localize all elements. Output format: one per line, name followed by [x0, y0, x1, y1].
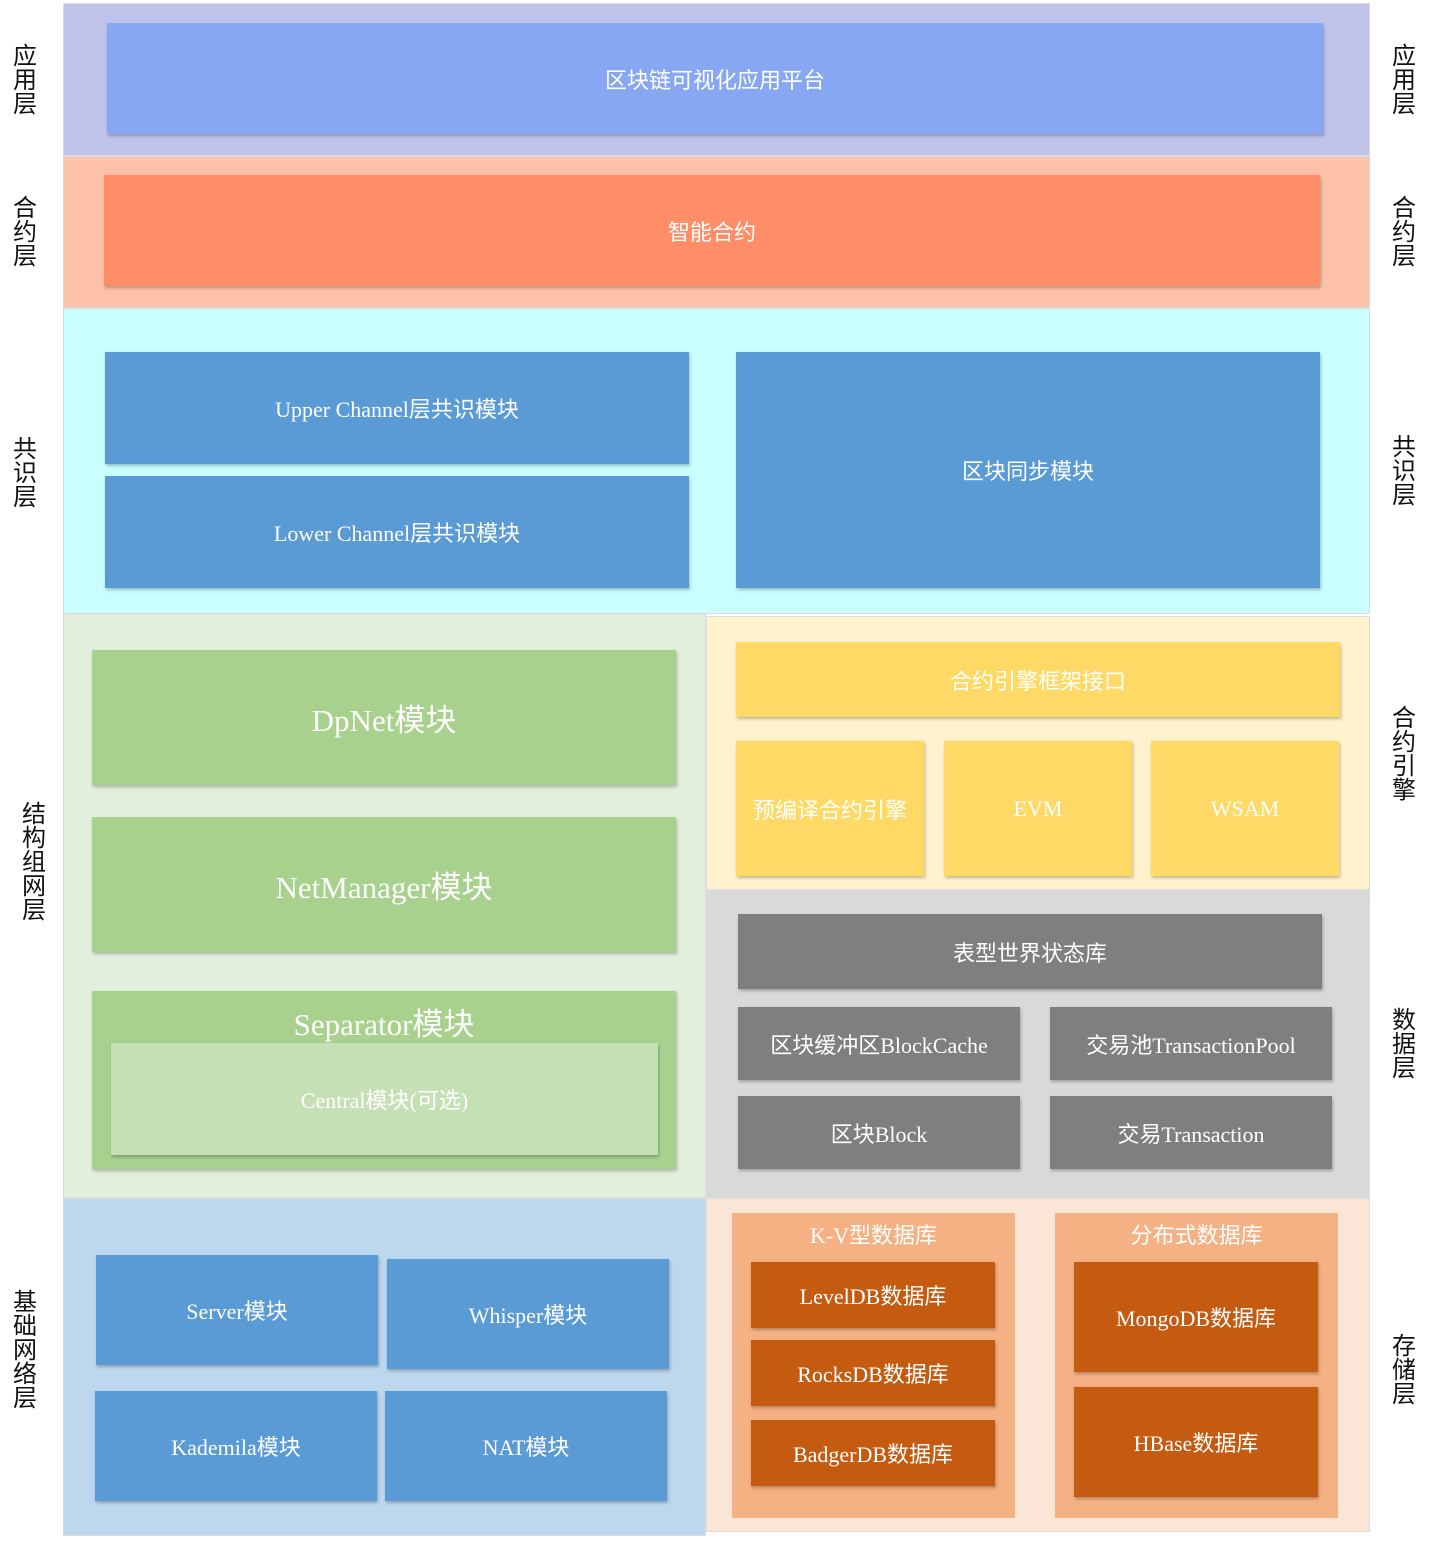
right-label-consensus: 共识层 [1392, 433, 1416, 509]
leveldb-box: LevelDB数据库 [751, 1262, 995, 1328]
visualization-platform-box: 区块链可视化应用平台 [107, 23, 1323, 134]
left-label-consensus: 共识层 [13, 435, 37, 511]
left-label-application: 应用层 [13, 42, 37, 118]
right-label-storage: 存储层 [1392, 1332, 1416, 1408]
block-box: 区块Block [738, 1096, 1020, 1169]
precompiled-contract-engine-box: 预编译合约引擎 [736, 741, 924, 876]
wsam-box: WSAM [1151, 741, 1339, 876]
left-label-base-network: 基础网络层 [13, 1288, 37, 1412]
right-label-contract-engine: 合约引擎 [1392, 704, 1416, 804]
netmanager-module-box: NetManager模块 [92, 817, 676, 952]
nat-module-box: NAT模块 [385, 1391, 667, 1501]
right-label-application: 应用层 [1392, 42, 1416, 118]
contract-engine-interface-box: 合约引擎框架接口 [736, 642, 1340, 717]
lower-channel-consensus-box: Lower Channel层共识模块 [105, 476, 689, 588]
right-label-data: 数据层 [1392, 1006, 1416, 1082]
kademila-module-box: Kademila模块 [95, 1391, 377, 1501]
block-cache-box: 区块缓冲区BlockCache [738, 1007, 1020, 1080]
smart-contract-box: 智能合约 [104, 175, 1320, 286]
left-label-structured-network: 结构组网层 [22, 800, 46, 924]
block-sync-box: 区块同步模块 [736, 352, 1320, 588]
server-module-box: Server模块 [96, 1255, 378, 1365]
badgerdb-box: BadgerDB数据库 [751, 1420, 995, 1486]
central-module-box: Central模块(可选) [111, 1043, 658, 1155]
whisper-module-box: Whisper模块 [387, 1259, 669, 1369]
kv-database-title: K-V型数据库 [809, 1223, 938, 1248]
rocksdb-box: RocksDB数据库 [751, 1340, 995, 1406]
upper-channel-consensus-box: Upper Channel层共识模块 [105, 352, 689, 464]
dpnet-module-box: DpNet模块 [92, 650, 676, 785]
world-state-db-box: 表型世界状态库 [738, 914, 1322, 989]
transaction-box: 交易Transaction [1050, 1096, 1332, 1169]
distributed-database-title: 分布式数据库 [1130, 1223, 1263, 1248]
evm-box: EVM [944, 741, 1132, 876]
transaction-pool-box: 交易池TransactionPool [1050, 1007, 1332, 1080]
hbase-box: HBase数据库 [1074, 1387, 1318, 1497]
left-label-contract: 合约层 [13, 194, 37, 270]
separator-module-label: Separator模块 [293, 1007, 475, 1042]
right-label-contract: 合约层 [1392, 194, 1416, 270]
mongodb-box: MongoDB数据库 [1074, 1262, 1318, 1372]
